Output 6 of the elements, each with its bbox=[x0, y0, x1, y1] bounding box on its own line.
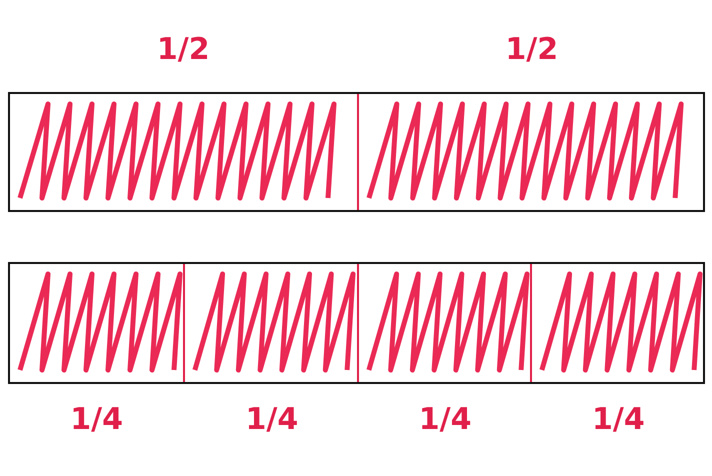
fraction-label: 1/2 bbox=[156, 32, 210, 67]
fraction-label: 1/2 bbox=[505, 32, 558, 67]
fraction-label: 1/4 bbox=[418, 402, 472, 437]
fraction-label: 1/4 bbox=[592, 402, 645, 437]
fraction-label: 1/4 bbox=[70, 402, 123, 437]
fraction-label: 1/4 bbox=[246, 402, 298, 437]
